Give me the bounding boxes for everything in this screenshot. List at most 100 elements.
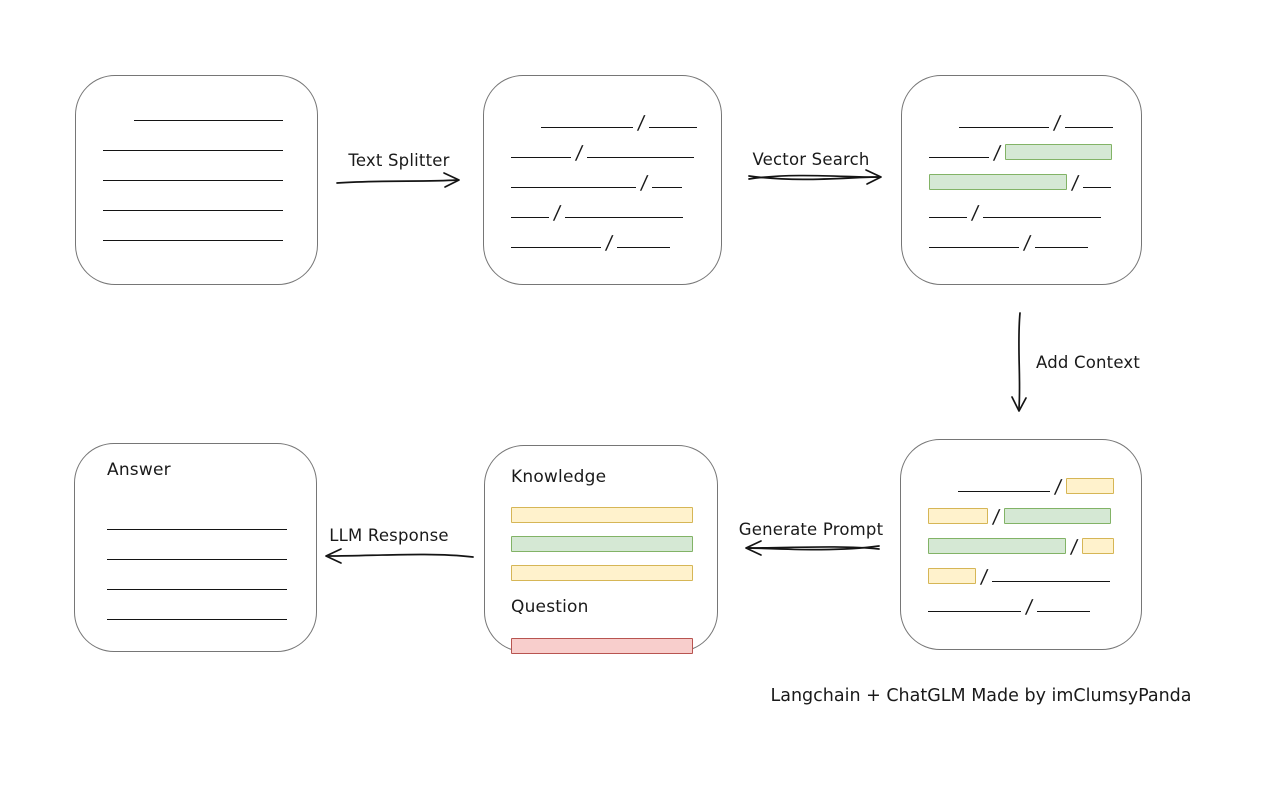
yellow-highlight-chip (511, 565, 693, 581)
answer-label: Answer (107, 460, 171, 480)
question-label: Question (511, 597, 589, 617)
text-row: / (929, 130, 1115, 164)
chunk-lines: ///// (484, 76, 721, 254)
text-row: / (511, 130, 697, 164)
text-row (107, 532, 293, 562)
text-line (103, 210, 283, 213)
text-line (103, 180, 283, 183)
answer-lines (107, 502, 316, 622)
text-row (103, 153, 289, 183)
text-line (107, 559, 287, 562)
text-line (540, 127, 633, 130)
add-context-label: Add Context (1036, 353, 1141, 372)
text-line (107, 589, 287, 592)
text-row: / (928, 494, 1114, 528)
llm-response-arrow (325, 548, 474, 564)
text-row (103, 123, 289, 153)
green-highlight-chip (1005, 144, 1113, 160)
document-box (75, 75, 318, 285)
text-row: / (929, 100, 1115, 134)
red-highlight-chip (511, 638, 693, 654)
text-line (511, 217, 549, 220)
green-highlight-chip (928, 538, 1066, 554)
green-highlight-chip (929, 174, 1067, 190)
text-line (929, 247, 1019, 250)
slash-separator: / (1069, 536, 1079, 558)
document-lines (76, 76, 317, 243)
text-line (928, 611, 1021, 614)
text-line (1065, 127, 1114, 130)
text-line (511, 247, 601, 250)
slash-separator: / (979, 566, 989, 588)
matched-lines: / / / / / (902, 76, 1141, 254)
text-row: / (511, 100, 697, 134)
add-context-arrow (1011, 312, 1027, 412)
text-row (103, 213, 289, 243)
context-lines: ///// (901, 440, 1141, 618)
slash-separator: / (1052, 112, 1062, 134)
text-row: / (511, 220, 697, 254)
slash-separator: / (991, 506, 1001, 528)
knowledge-chips (511, 494, 717, 581)
slash-separator: / (1053, 476, 1063, 498)
text-line (1083, 187, 1112, 190)
text-line (134, 120, 283, 123)
yellow-highlight-chip (928, 568, 976, 584)
text-row: / (928, 524, 1114, 558)
slash-separator: / (574, 142, 584, 164)
text-line (107, 619, 287, 622)
vector-search-label: Vector Search (752, 150, 870, 169)
text-row: / (929, 190, 1115, 224)
text-line (652, 187, 683, 190)
text-row (107, 592, 293, 622)
text-row (511, 494, 697, 523)
slash-separator: / (992, 142, 1002, 164)
slash-separator: / (1022, 232, 1032, 254)
question-chip (511, 625, 717, 654)
text-line (565, 217, 684, 220)
slash-separator: / (636, 112, 646, 134)
text-row (103, 183, 289, 213)
text-line (1037, 611, 1091, 614)
text-row: / (511, 160, 697, 194)
text-line (103, 240, 283, 243)
caption: Langchain + ChatGLM Made by imClumsyPand… (770, 686, 1192, 706)
text-row (511, 625, 697, 654)
text-row: / (928, 584, 1114, 618)
text-line (983, 217, 1102, 220)
yellow-highlight-chip (511, 507, 693, 523)
text-line (511, 187, 636, 190)
slash-separator: / (552, 202, 562, 224)
prompt-box: Knowledge Question (484, 445, 718, 654)
text-line (649, 127, 697, 130)
generate-prompt-label: Generate Prompt (738, 520, 884, 539)
text-line (107, 529, 287, 532)
slash-separator: / (970, 202, 980, 224)
yellow-highlight-chip (928, 508, 988, 524)
text-chunks-box: ///// (483, 75, 722, 285)
text-line (1035, 247, 1089, 250)
text-row (511, 523, 697, 552)
answer-box: Answer (74, 443, 317, 652)
green-highlight-chip (1004, 508, 1112, 524)
vector-search-arrow (748, 169, 882, 185)
yellow-highlight-chip (1066, 478, 1114, 494)
text-row: / (928, 554, 1114, 588)
text-row (107, 502, 293, 532)
context-box: ///// (900, 439, 1142, 650)
text-row: / (511, 190, 697, 224)
text-splitter-arrow (336, 172, 460, 188)
slash-separator: / (639, 172, 649, 194)
text-line (957, 491, 1050, 494)
text-row: / (928, 464, 1114, 498)
text-row (107, 562, 293, 592)
text-line (929, 217, 967, 220)
text-line (929, 157, 989, 160)
yellow-highlight-chip (1082, 538, 1114, 554)
text-splitter-label: Text Splitter (348, 151, 450, 170)
text-line (617, 247, 671, 250)
vector-matched-box: / / / / / (901, 75, 1142, 285)
text-line (511, 157, 571, 160)
text-line (103, 150, 283, 153)
slash-separator: / (1070, 172, 1080, 194)
